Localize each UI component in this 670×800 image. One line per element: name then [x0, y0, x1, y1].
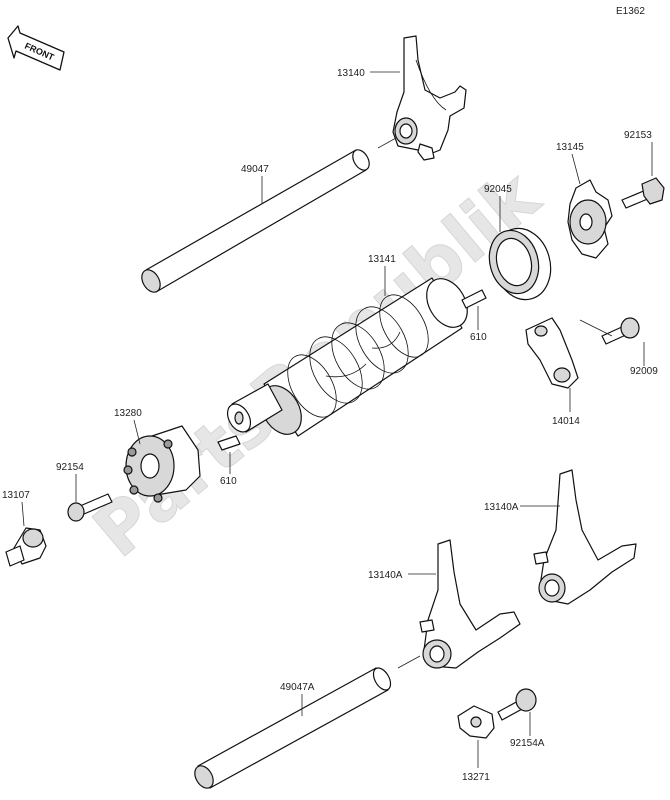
callout-92153: 92153 [624, 130, 653, 176]
part-13145[interactable] [567, 179, 613, 259]
diagram-id: E1362 [616, 6, 645, 17]
callout-92009: 92009 [579, 319, 658, 377]
part-49047[interactable] [138, 147, 372, 295]
part-92153[interactable] [621, 177, 665, 209]
part-92154A[interactable] [497, 688, 537, 721]
svg-text:14014: 14014 [552, 416, 580, 427]
callout-13145: 13145 [556, 142, 584, 185]
callout-13280: 13280 [114, 408, 142, 445]
part-610-left[interactable] [217, 435, 241, 451]
part-610-right[interactable] [461, 289, 487, 309]
part-92009[interactable] [601, 317, 640, 345]
callout-92154: 92154 [56, 462, 84, 502]
callout-610-right: 610 [470, 306, 487, 343]
callout-49047: 49047 [241, 137, 397, 204]
part-13271[interactable] [457, 705, 495, 739]
part-92045[interactable] [483, 222, 559, 306]
callout-92045: 92045 [484, 184, 512, 232]
callout-14014: 14014 [552, 388, 580, 427]
svg-text:13107: 13107 [2, 490, 30, 501]
svg-text:49047: 49047 [241, 164, 269, 175]
svg-text:92154: 92154 [56, 462, 84, 473]
svg-text:13280: 13280 [114, 408, 142, 419]
svg-text:49047A: 49047A [280, 682, 315, 693]
callout-13141: 13141 [368, 254, 396, 296]
part-49047A[interactable] [191, 665, 394, 791]
callout-13271: 13271 [462, 740, 490, 783]
callout-92154A: 92154A [510, 712, 545, 749]
part-14014[interactable] [525, 317, 579, 389]
svg-text:92045: 92045 [484, 184, 512, 195]
callout-610-left: 610 [220, 452, 237, 487]
part-13280[interactable] [123, 425, 201, 503]
part-13140-top[interactable] [392, 35, 467, 161]
svg-text:13140A: 13140A [484, 502, 519, 513]
svg-text:13141: 13141 [368, 254, 396, 265]
svg-text:13145: 13145 [556, 142, 584, 153]
part-13140A-left[interactable] [419, 539, 521, 669]
svg-text:610: 610 [470, 332, 487, 343]
svg-text:13140: 13140 [337, 68, 365, 79]
svg-text:610: 610 [220, 476, 237, 487]
part-13107[interactable] [5, 527, 47, 567]
part-13141[interactable] [223, 271, 476, 441]
svg-text:92154A: 92154A [510, 738, 545, 749]
svg-text:13271: 13271 [462, 772, 490, 783]
callout-13140A-right: 13140A [484, 502, 560, 513]
callout-13107: 13107 [2, 490, 30, 527]
front-arrow-icon: FRONT [7, 25, 65, 71]
svg-text:92009: 92009 [630, 366, 658, 377]
part-13140A-right[interactable] [533, 469, 637, 605]
callout-49047A: 49047A [280, 655, 421, 716]
callout-13140A-left: 13140A [368, 570, 436, 581]
part-92154[interactable] [67, 493, 113, 522]
svg-text:92153: 92153 [624, 130, 652, 141]
callout-13140-top: 13140 [337, 68, 400, 79]
svg-text:13140A: 13140A [368, 570, 403, 581]
